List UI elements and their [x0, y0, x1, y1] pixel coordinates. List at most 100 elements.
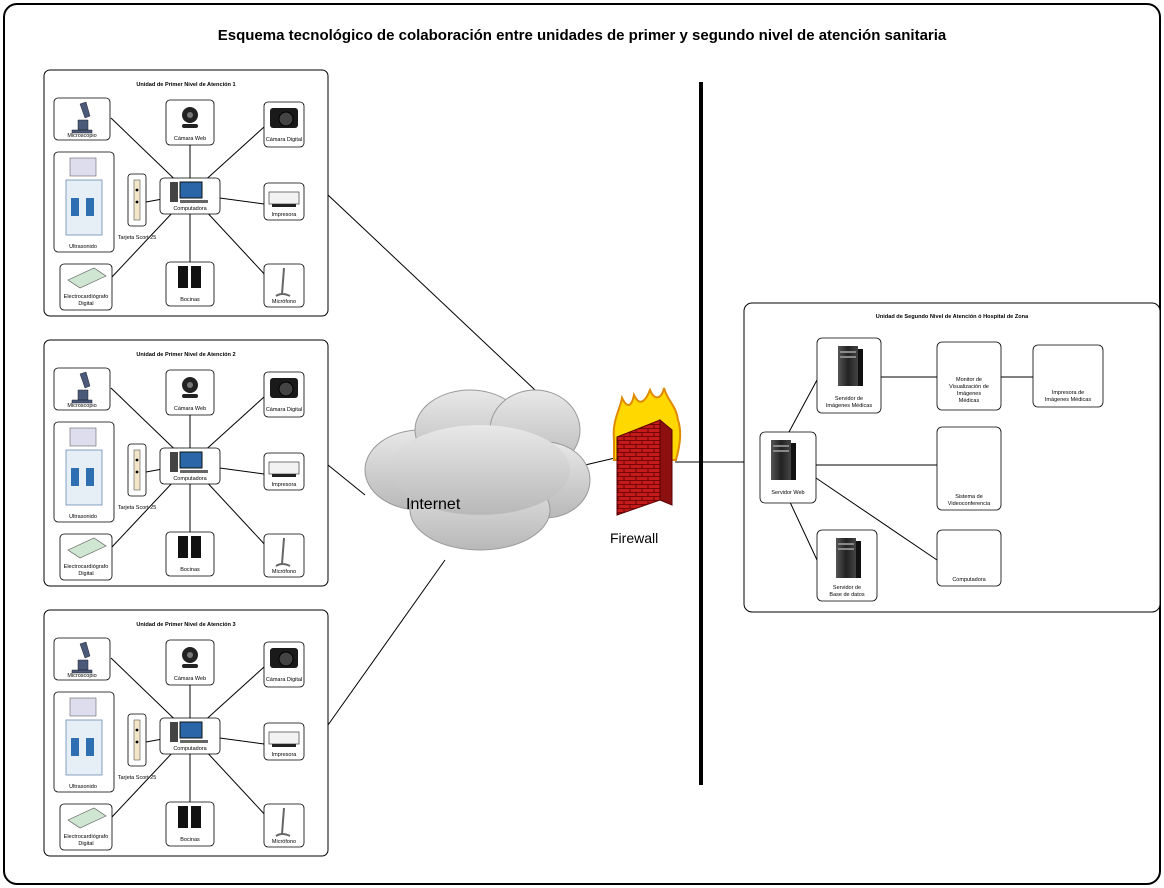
- unit-title: Unidad de Primer Nivel de Atención 3: [136, 622, 235, 628]
- firewall-icon: [612, 387, 682, 516]
- digital-camera[interactable]: Cámara Digital: [263, 101, 305, 148]
- webcam-label: Cámara Web: [174, 676, 206, 682]
- speakers[interactable]: Bocinas: [165, 261, 215, 307]
- image-server-label-2: Imágenes Médicas: [826, 403, 872, 409]
- microscope[interactable]: Microscopio: [53, 367, 111, 411]
- ultrasound[interactable]: Ultrasonido: [53, 151, 115, 253]
- printer-icon: [268, 191, 300, 207]
- ecg-icon: [67, 267, 107, 289]
- computer[interactable]: Computadora: [159, 717, 221, 755]
- printer-label: Impresora: [272, 752, 298, 758]
- webcam[interactable]: Cámara Web: [165, 99, 215, 146]
- web-server[interactable]: Servidor Web: [759, 431, 817, 504]
- digital-camera-label: Cámara Digital: [266, 677, 302, 683]
- speaker-icon: [178, 806, 201, 828]
- unit-title: Unidad de Primer Nivel de Atención 1: [136, 82, 235, 88]
- ecg-icon: [67, 807, 107, 829]
- computer-icon: [170, 721, 208, 743]
- server-tower-icon: [836, 538, 861, 578]
- digital-camera[interactable]: Cámara Digital: [263, 641, 305, 688]
- ultrasound[interactable]: Ultrasonido: [53, 691, 115, 793]
- webcam[interactable]: Cámara Web: [165, 369, 215, 416]
- printer[interactable]: Impresora: [263, 722, 305, 761]
- ecg-icon: [67, 537, 107, 559]
- microscope-label: Microscopio: [67, 133, 96, 139]
- link-unit2-internet: [327, 464, 366, 496]
- printer-label: Impresora: [272, 482, 298, 488]
- microscope[interactable]: Microscopio: [53, 97, 111, 141]
- ecg-label-2: Digital: [78, 571, 93, 577]
- microphone[interactable]: Micrófono: [263, 263, 305, 308]
- monitor-label-1: Monitor de: [956, 377, 982, 383]
- firewall-label: Firewall: [610, 530, 658, 546]
- speaker-icon: [178, 536, 201, 558]
- webcam[interactable]: Cámara Web: [165, 639, 215, 686]
- video-label-2: Videoconferencia: [948, 501, 991, 507]
- printer[interactable]: Impresora: [263, 182, 305, 221]
- camera-icon: [270, 648, 298, 668]
- scort-card[interactable]: Tarjeta Scort 25: [118, 443, 157, 511]
- card-icon: [133, 179, 141, 221]
- microscope-label: Microscopio: [67, 673, 96, 679]
- printer-label: Impresora: [272, 212, 298, 218]
- microphone-icon: [275, 807, 291, 837]
- microphone-label: Micrófono: [272, 299, 296, 305]
- speakers-label: Bocinas: [180, 297, 200, 303]
- image-server[interactable]: Servidor de Imágenes Médicas: [816, 337, 882, 414]
- microphone[interactable]: Micrófono: [263, 803, 305, 848]
- image-printer-label-1: Impresora de: [1052, 390, 1084, 396]
- microscope[interactable]: Microscopio: [53, 637, 111, 681]
- db-server[interactable]: Servidor de Base de datos: [816, 529, 878, 602]
- image-monitor[interactable]: Monitor de Visualización de Imágenes Méd…: [936, 341, 1002, 411]
- db-server-label-2: Base de datos: [829, 592, 864, 598]
- speakers[interactable]: Bocinas: [165, 531, 215, 577]
- microphone-icon: [275, 267, 291, 297]
- unit-title: Unidad de Primer Nivel de Atención 2: [136, 352, 235, 358]
- scort-card[interactable]: Tarjeta Scort 25: [118, 713, 157, 781]
- ecg-label-1: Electrocardiógrafo: [64, 564, 109, 570]
- microphone-label: Micrófono: [272, 839, 296, 845]
- speaker-icon: [178, 266, 201, 288]
- ecg-label-2: Digital: [78, 301, 93, 307]
- scort-card-label: Tarjeta Scort 25: [118, 235, 157, 241]
- computer-label: Computadora: [173, 476, 207, 482]
- camera-icon: [270, 378, 298, 398]
- microphone-label: Micrófono: [272, 569, 296, 575]
- ecg-label-1: Electrocardiógrafo: [64, 834, 109, 840]
- digital-camera[interactable]: Cámara Digital: [263, 371, 305, 418]
- printer[interactable]: Impresora: [263, 452, 305, 491]
- printer-icon: [268, 461, 300, 477]
- monitor-label-3: Imágenes: [957, 391, 981, 397]
- microscope-label: Microscopio: [67, 403, 96, 409]
- speakers[interactable]: Bocinas: [165, 801, 215, 847]
- webcam-label: Cámara Web: [174, 406, 206, 412]
- ultrasound[interactable]: Ultrasonido: [53, 421, 115, 523]
- microphone[interactable]: Micrófono: [263, 533, 305, 578]
- image-printer[interactable]: Impresora de Imágenes Médicas: [1032, 344, 1104, 408]
- webcam-icon: [182, 377, 198, 398]
- microscope-icon: [71, 101, 93, 134]
- digital-camera-label: Cámara Digital: [266, 407, 302, 413]
- ultrasound-icon: [65, 697, 103, 776]
- unit-box-1: Unidad de Primer Nivel de Atención 1 Micr…: [43, 69, 329, 317]
- computer[interactable]: Computadora: [159, 447, 221, 485]
- server-tower-icon: [838, 346, 863, 386]
- scort-card[interactable]: Tarjeta Scort 25: [118, 173, 157, 241]
- ultrasound-icon: [65, 427, 103, 506]
- speakers-label: Bocinas: [180, 567, 200, 573]
- computer[interactable]: Computadora: [159, 177, 221, 215]
- microscope-icon: [71, 641, 93, 674]
- speakers-label: Bocinas: [180, 837, 200, 843]
- computer-label: Computadora: [173, 746, 207, 752]
- computer-icon: [170, 451, 208, 473]
- computer-label: Computadora: [173, 206, 207, 212]
- db-server-label-1: Servidor de: [833, 585, 861, 591]
- card-icon: [133, 449, 141, 491]
- videoconference-system[interactable]: Sistema de Videoconferencia: [936, 426, 1002, 511]
- hospital-computer[interactable]: Computadora: [936, 529, 1002, 587]
- ultrasound-label: Ultrasonido: [69, 244, 97, 250]
